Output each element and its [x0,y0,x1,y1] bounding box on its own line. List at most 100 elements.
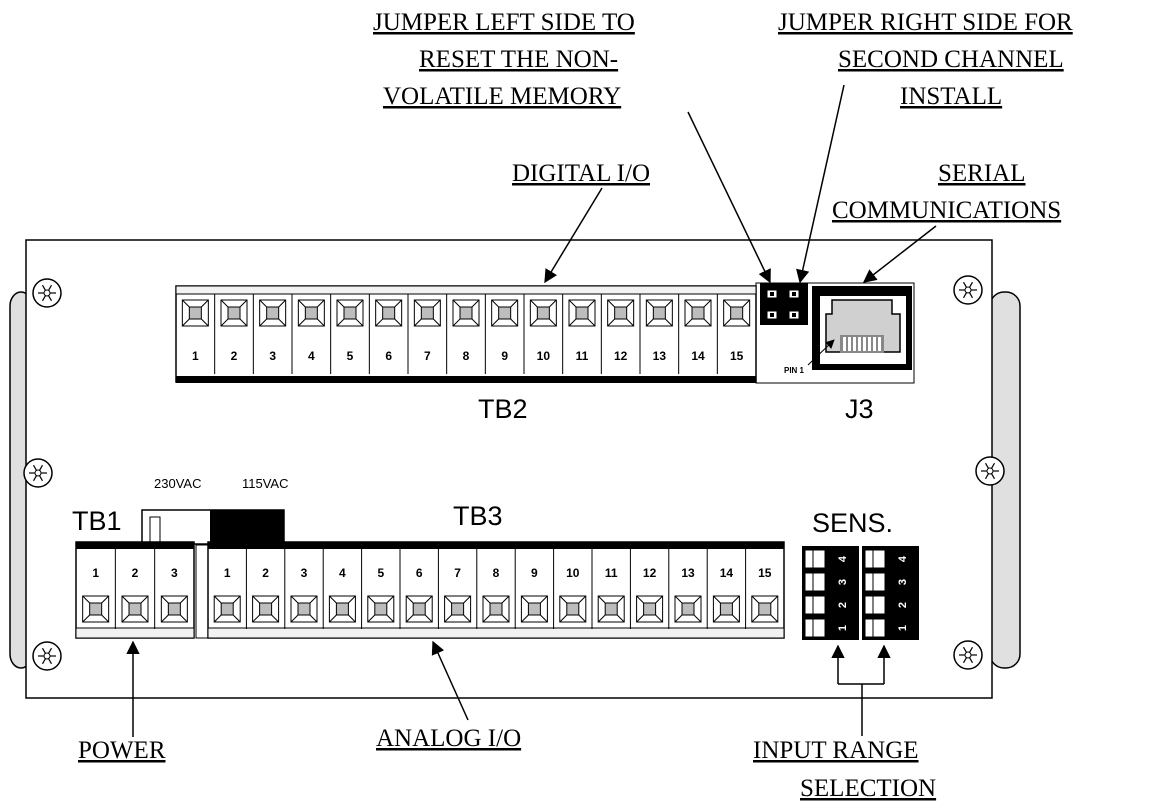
input-range-callout-line2: SELECTION [800,775,936,802]
serial-callout-line1: SERIAL [938,160,1026,187]
pin-label: 3 [269,349,276,363]
tb3-terminal: 1 [207,549,241,629]
pin-label: 8 [463,349,470,363]
j3-connector [755,282,915,384]
pin-label: 13 [681,566,695,580]
pin-label: 4 [339,566,346,580]
pin-label: 1 [224,566,231,580]
tb3-block [207,541,785,639]
dip-switch-label: 1 [897,625,909,631]
pin-label: 6 [416,566,423,580]
jumper-left-callout-line3: VOLATILE MEMORY [383,83,621,110]
pin-label: 11 [605,566,618,580]
pin-label: 1 [92,566,99,580]
tb3-terminal: 5 [361,549,395,629]
voltage-switch [141,509,285,545]
dip-switch-label: 4 [837,555,849,562]
tb2-terminal: 4 [291,294,325,374]
jumper-header [760,283,808,325]
tb1-label: TB1 [72,506,122,536]
jumper-left-callout-line1: JUMPER LEFT SIDE TO [373,9,635,36]
sens-dip-switches: 1 2 3 4 1 2 3 4 [802,546,919,640]
pin1-arrow [807,339,835,366]
dip-switch-label: 4 [897,555,909,562]
tb1-terminal: 2 [114,549,149,629]
analog-io-callout: ANALOG I/O [376,725,521,752]
tb2-terminal: 14 [678,294,712,374]
tb2-terminal: 15 [716,294,751,374]
power-callout: POWER [78,737,166,764]
tb3-terminal: 7 [437,549,472,629]
tb2-terminal: 13 [639,294,673,374]
pin-label: 7 [454,566,461,580]
tb3-terminal: 15 [745,549,779,629]
tb3-terminal: 14 [706,549,740,629]
sens-label: SENS. [812,508,893,538]
tb3-terminal: 9 [514,549,548,629]
tb2-terminal: 9 [484,294,519,374]
tb2-terminal: 3 [252,294,287,374]
pin-label: 5 [377,566,384,580]
tb3-terminal: 3 [284,549,318,629]
dip-switch-label: 3 [897,579,909,585]
screw-icon [953,640,983,670]
jumper-left-callout-line2: RESET THE NON- [419,46,618,73]
tb1-block [75,541,195,639]
pin-label: 1 [192,349,199,363]
tb2-terminal: 2 [214,294,248,374]
pin-label: 2 [132,566,139,580]
tb3-terminal: 13 [668,549,702,629]
digital-io-callout: DIGITAL I/O [512,160,650,187]
dip-switch-label: 3 [837,579,849,585]
pin-label: 15 [730,349,744,363]
tb2-terminal: 11 [562,294,596,374]
230vac-label: 230VAC [154,476,201,491]
pin-label: 2 [231,349,238,363]
jumper-right-callout-line3: INSTALL [900,83,1002,110]
jumper-right-callout-line1: JUMPER RIGHT SIDE FOR [778,9,1073,36]
tb3-terminal: 8 [476,549,510,629]
tb3-terminal: 2 [245,549,280,629]
pin-label: 8 [493,566,500,580]
tb2-terminal: 10 [523,294,557,374]
tb2-terminal: 7 [407,294,441,374]
screw-icon [975,456,1005,486]
dip-switch-label: 2 [837,602,849,608]
pin-label: 3 [301,566,308,580]
serial-callout-line2: COMMUNICATIONS [832,197,1061,224]
jumper-right-callout-line2: SECOND CHANNEL [838,46,1064,73]
input-range-callout-line1: INPUT RANGE [753,737,919,764]
115vac-label: 115VAC [242,476,289,491]
tb3-terminal: 12 [629,549,664,629]
tb2-terminal: 12 [600,294,635,374]
tb2-label: TB2 [478,394,528,424]
dip-switch-label: 2 [897,602,909,608]
j3-label: J3 [845,394,874,424]
pin-label: 9 [531,566,538,580]
pin-label: 14 [691,349,705,363]
input-range-arrows [831,644,891,736]
pin-label: 5 [347,349,354,363]
tb2-terminal: 5 [330,294,364,374]
tb3-terminal: 11 [591,549,625,629]
pin-label: 3 [171,566,178,580]
dip-switch-label: 1 [837,625,849,631]
serial-arrow [862,225,937,283]
tb2-terminal: 8 [446,294,480,374]
pin-label: 2 [262,566,269,580]
pin-label: 12 [614,349,628,363]
digital-io-arrow [544,187,603,284]
dip-switch-block: 1 2 3 4 [802,546,859,640]
pin-label: 12 [643,566,657,580]
screw-icon [23,458,53,488]
screw-icon [32,641,62,671]
pin-label: 7 [424,349,431,363]
dip-switch-block: 1 2 3 4 [862,546,919,640]
tb1-terminals: 1 2 3 [75,549,188,629]
pin-label: 4 [308,349,315,363]
tb3-terminal: 6 [399,549,433,629]
analog-io-arrow [431,640,469,721]
